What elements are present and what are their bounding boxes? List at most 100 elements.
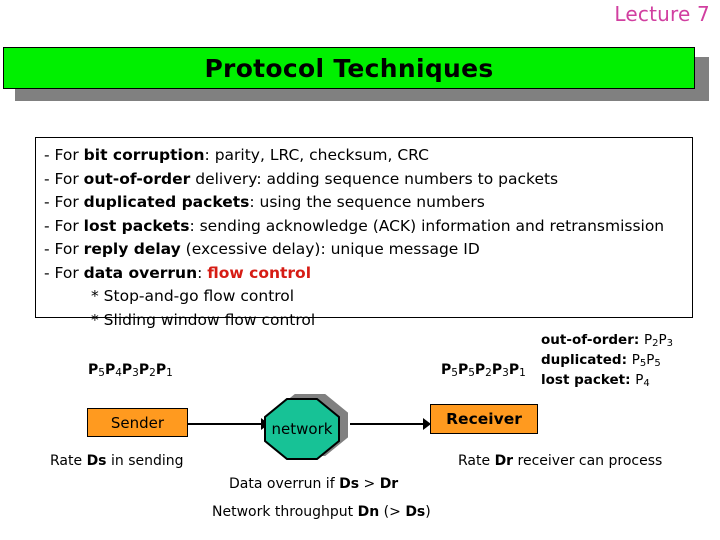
- caption-text: Data overrun if: [229, 476, 340, 492]
- annotation-value: P2P3: [643, 332, 674, 349]
- caption-text: receiver can process: [513, 453, 663, 469]
- bullet-line: - For duplicated packets: using the sequ…: [44, 191, 692, 215]
- packet-token: P: [121, 362, 133, 378]
- title-banner-group: Protocol Techniques: [3, 47, 709, 101]
- packet-index: 5: [654, 358, 661, 369]
- page-title: Protocol Techniques: [204, 53, 494, 83]
- annotation-label: out-of-order:: [541, 332, 644, 348]
- packet-token: P: [457, 362, 469, 378]
- packet-index: 3: [666, 338, 674, 349]
- packet-token: P: [635, 372, 644, 388]
- packet-index: 5: [98, 367, 105, 379]
- bullet-keyword: reply delay: [83, 240, 181, 258]
- bullet-keyword: duplicated packets: [83, 193, 250, 211]
- bullet-keyword: out-of-order: [83, 169, 191, 188]
- bullet-text: (excessive delay): unique message ID: [180, 240, 480, 258]
- annotation-label: lost packet:: [541, 372, 636, 388]
- bullet-dash: - For: [44, 263, 84, 282]
- caption-symbol: Dr: [379, 476, 399, 492]
- network-node-label-wrap: network: [264, 398, 340, 460]
- packet-index: 4: [643, 378, 650, 389]
- sender-node-label: Sender: [110, 413, 165, 432]
- packet-token: P: [441, 362, 452, 378]
- caption-symbol: Dn: [357, 504, 380, 520]
- packet-token: P: [643, 332, 653, 348]
- bullet-line: - For out-of-order delivery: adding sequ…: [44, 168, 692, 192]
- packet-index: 1: [166, 367, 173, 379]
- packet-token: P: [631, 352, 640, 368]
- packet-index: 2: [149, 367, 156, 379]
- bullet-text: : sending acknowledge (ACK) information …: [189, 216, 665, 235]
- sender-to-network-arrow-line: [188, 423, 265, 425]
- receiver-packet-sequence-label: P5P5P2P3P1: [441, 362, 526, 379]
- network-node-label: network: [271, 420, 333, 438]
- packet-index: 4: [115, 367, 122, 379]
- bullet-keyword: bit corruption: [83, 146, 205, 164]
- packet-token: P: [508, 362, 520, 378]
- packet-token: P: [474, 362, 486, 378]
- protocol-techniques-list-box: - For bit corruption: parity, LRC, check…: [35, 137, 693, 329]
- network-throughput-caption: Network throughput Dn (> Ds): [212, 504, 431, 520]
- caption-symbol: Ds: [339, 476, 360, 492]
- annotation-line: duplicated: P5P5: [541, 351, 720, 371]
- sub-item: * Sliding window flow control: [91, 310, 316, 329]
- packet-index: 5: [451, 367, 458, 379]
- bullet-dash: - For: [44, 193, 84, 211]
- caption-symbol: Ds: [405, 504, 426, 520]
- packet-index: 1: [519, 367, 526, 379]
- packet-index: 2: [485, 367, 492, 379]
- caption-text: in sending: [106, 453, 184, 469]
- receiver-node-label: Receiver: [446, 410, 522, 428]
- packet-index: 3: [132, 367, 139, 379]
- annotation-value: P4: [635, 372, 650, 389]
- network-to-receiver-arrow-head: [423, 418, 431, 430]
- packet-token: P: [646, 352, 655, 368]
- packet-index: 2: [652, 338, 659, 349]
- packet-token: P: [88, 362, 99, 378]
- caption-symbol: Dr: [494, 453, 514, 469]
- packet-index: 3: [502, 367, 509, 379]
- bullet-highlight: flow control: [207, 263, 312, 282]
- receiver-rate-caption: Rate Dr receiver can process: [458, 453, 662, 469]
- sender-packet-sequence-label: P5P4P3P2P1: [88, 362, 173, 379]
- flow-control-diagram: P5P4P3P2P1 P5P5P2P3P1 out-of-order: P2P3…: [0, 318, 720, 540]
- bullet-dash: - For: [44, 169, 84, 188]
- annotation-line: out-of-order: P2P3: [541, 331, 720, 351]
- bullet-line: - For bit corruption: parity, LRC, check…: [44, 144, 692, 168]
- caption-text: (>: [379, 504, 406, 520]
- sub-item-list: * Stop-and-go flow control * Sliding wind…: [44, 285, 692, 332]
- bullet-line: - For lost packets: sending acknowledge …: [44, 215, 692, 239]
- title-banner: Protocol Techniques: [3, 47, 695, 89]
- bullet-line: - For reply delay (excessive delay): uni…: [44, 238, 692, 262]
- packet-token: P: [104, 362, 116, 378]
- packet-token: P: [138, 362, 150, 378]
- sender-rate-caption: Rate Ds in sending: [50, 453, 184, 469]
- caption-text: Rate: [50, 453, 87, 469]
- caption-text: >: [359, 476, 380, 492]
- bullet-dash: - For: [44, 146, 84, 164]
- sub-item: * Stop-and-go flow control: [91, 287, 295, 305]
- data-overrun-caption: Data overrun if Ds > Dr: [229, 476, 398, 492]
- caption-text: Network throughput: [212, 504, 358, 520]
- caption-text: Rate: [458, 453, 495, 469]
- lecture-label: Lecture 7: [614, 2, 710, 26]
- caption-text: ): [425, 504, 431, 520]
- bullet-keyword: data overrun: [83, 263, 198, 282]
- bullet-keyword: lost packets: [83, 216, 190, 235]
- annotation-line: lost packet: P4: [541, 371, 720, 391]
- sender-node[interactable]: Sender: [87, 408, 188, 437]
- annotation-value: P5P5: [631, 352, 661, 369]
- packet-token: P: [491, 362, 503, 378]
- annotation-label: duplicated:: [541, 352, 632, 368]
- bullet-text: delivery: adding sequence numbers to pac…: [190, 169, 559, 188]
- bullet-text: :: [197, 263, 208, 282]
- bullet-text: : using the sequence numbers: [249, 193, 485, 211]
- bullet-line: - For data overrun: flow control: [44, 262, 692, 286]
- network-to-receiver-arrow-line: [350, 423, 426, 425]
- packet-token: P: [658, 332, 667, 348]
- packet-index: 5: [468, 367, 475, 379]
- bullet-list: - For bit corruption: parity, LRC, check…: [44, 144, 692, 285]
- bullet-dash: - For: [44, 240, 84, 258]
- receiver-node[interactable]: Receiver: [430, 404, 538, 434]
